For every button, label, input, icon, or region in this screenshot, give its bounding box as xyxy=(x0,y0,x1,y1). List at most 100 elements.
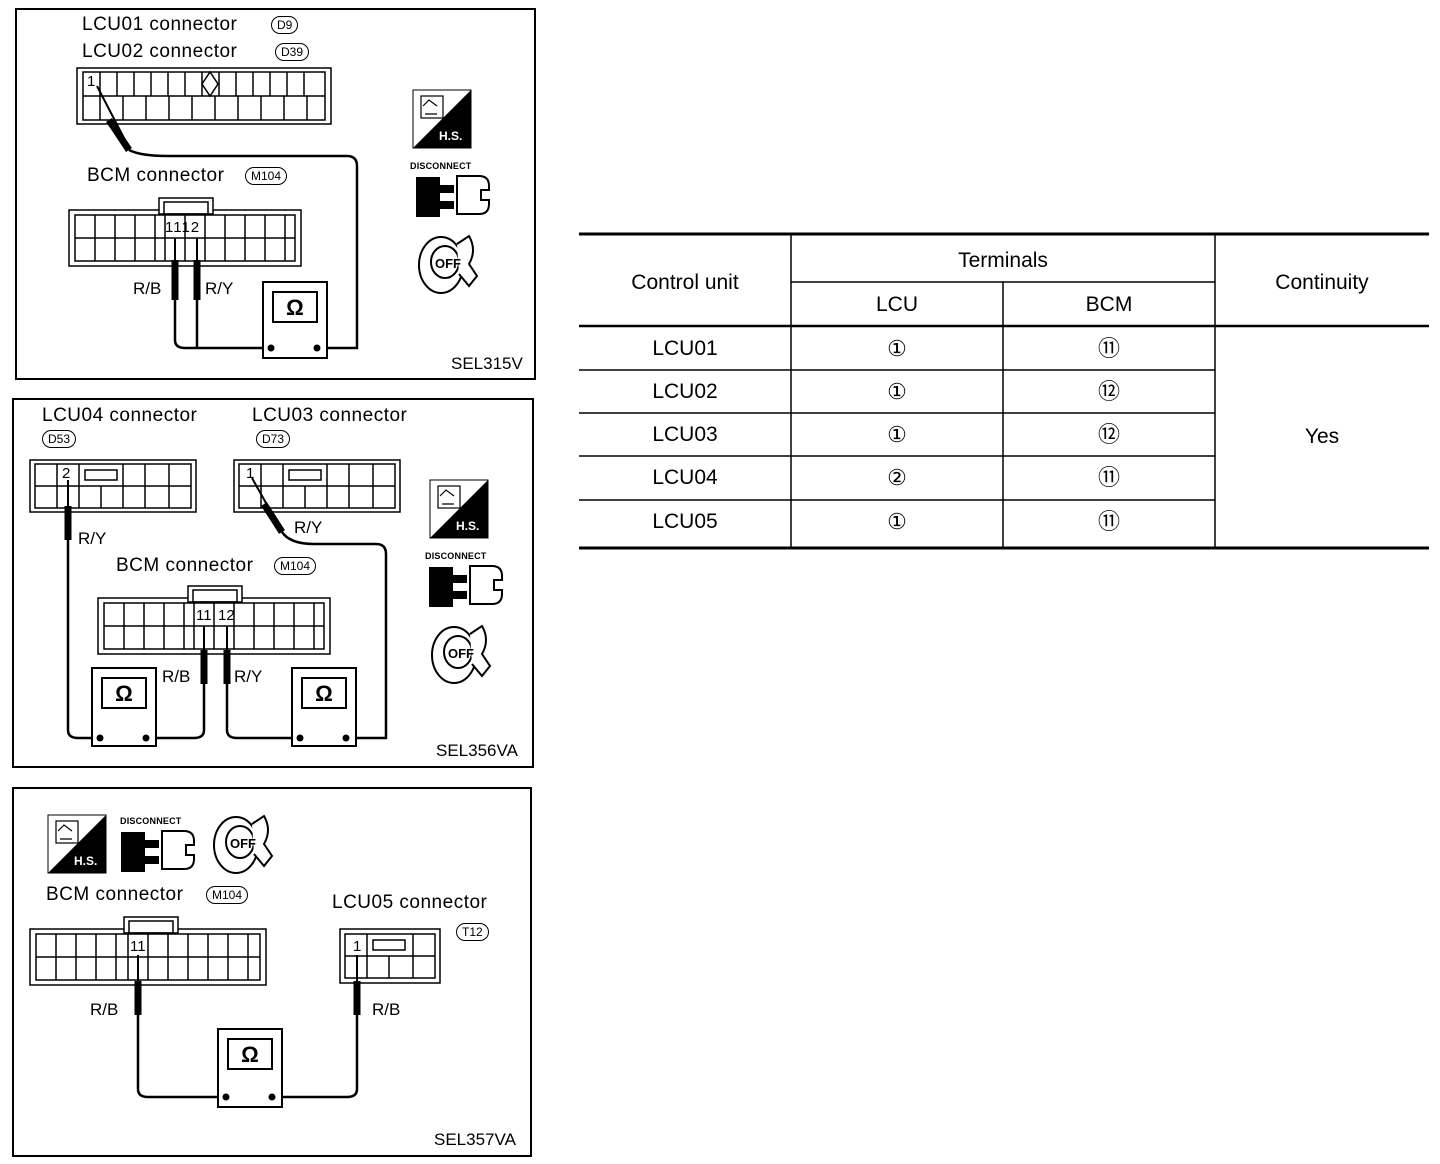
row-lcu03-unit: LCU03 xyxy=(652,423,718,446)
hs-icon-label: H.S. xyxy=(74,854,98,868)
ohmmeter-left xyxy=(91,667,157,747)
lcu05-terminal-1: 1 xyxy=(353,938,362,955)
wire-color-lcu03: R/Y xyxy=(294,518,323,537)
key-off-icon xyxy=(431,624,492,684)
row-lcu02-lcu-terminal: ① xyxy=(887,379,907,404)
lcu02-connector-badge: D39 xyxy=(275,43,310,61)
lcu05-connector-badge: T12 xyxy=(456,923,489,941)
measurement-probes xyxy=(134,955,361,1099)
diagram-panel-sel315v: LCU01 connector D9 LCU02 connector D39 1… xyxy=(15,8,536,380)
bcm-probes xyxy=(148,626,298,740)
bcm-probes xyxy=(171,238,267,350)
lcu05-connector xyxy=(339,928,441,984)
bcm-connector-badge: M104 xyxy=(274,557,317,575)
off-label: OFF xyxy=(448,646,474,661)
lcu03-connector-label: LCU03 connector xyxy=(252,405,408,426)
disconnect-icon xyxy=(121,830,195,872)
header-continuity: Continuity xyxy=(1275,271,1369,294)
row-lcu01-lcu-terminal: ① xyxy=(887,336,907,361)
diagram-panel-sel356va: LCU04 connector D53 LCU03 connector D73 … xyxy=(12,398,534,768)
row-lcu02-unit: LCU02 xyxy=(652,380,718,403)
row-lcu03-lcu-terminal: ① xyxy=(887,422,907,447)
header-bcm: BCM xyxy=(1085,293,1133,316)
row-lcu02-bcm-terminal: ⑫ xyxy=(1097,379,1120,404)
row-lcu01-bcm-terminal: ⑪ xyxy=(1097,336,1120,361)
bcm-terminal-11: 11 xyxy=(196,607,212,624)
continuity-table: Control unit Terminals LCU BCM Continuit… xyxy=(579,232,1429,550)
hs-icon-label: H.S. xyxy=(439,129,463,143)
disconnect-icon xyxy=(429,565,503,607)
bcm-terminal-numbers: 1112 xyxy=(165,219,201,236)
table-grid xyxy=(579,232,1429,550)
bcm-terminal-12: 12 xyxy=(218,607,235,624)
bcm-connector-label: BCM connector xyxy=(87,165,225,186)
off-label: OFF xyxy=(230,836,256,851)
figure-code: SEL315V xyxy=(451,354,523,373)
lcu02-connector-label: LCU02 connector xyxy=(82,41,238,62)
panel3-drawing xyxy=(29,814,441,1108)
header-lcu: LCU xyxy=(875,293,918,316)
ohmmeter-right xyxy=(291,667,357,747)
row-lcu04-bcm-terminal: ⑪ xyxy=(1097,465,1120,490)
ohm-symbol: Ω xyxy=(286,295,304,320)
panel2-drawing xyxy=(29,459,503,747)
ohm-symbol: Ω xyxy=(241,1042,259,1067)
lcu01-lcu02-connector xyxy=(76,67,332,125)
hs-icon xyxy=(412,89,472,149)
row-lcu01-unit: LCU01 xyxy=(652,337,718,360)
ohm-symbol-right: Ω xyxy=(315,681,333,706)
ohmmeter xyxy=(262,281,328,359)
wire-color-ry: R/Y xyxy=(234,667,263,686)
panel1-drawing xyxy=(68,67,490,359)
row-lcu05-unit: LCU05 xyxy=(652,510,718,533)
figure-code: SEL356VA xyxy=(436,741,518,760)
wire-color-right: R/B xyxy=(372,1000,401,1019)
lcu04-connector xyxy=(29,459,197,513)
disconnect-label: DISCONNECT xyxy=(425,551,487,561)
lcu-probe xyxy=(96,85,359,350)
hs-icon xyxy=(47,814,107,874)
row-lcu04-unit: LCU04 xyxy=(652,466,718,489)
lcu03-connector-badge: D73 xyxy=(256,430,291,448)
lcu03-probe xyxy=(251,477,388,740)
wire-color-rb: R/B xyxy=(133,279,162,298)
lcu04-terminal-number: 2 xyxy=(62,465,71,482)
lcu05-connector-label: LCU05 connector xyxy=(332,892,488,913)
lcu03-connector xyxy=(233,459,401,513)
row-lcu05-lcu-terminal: ① xyxy=(887,509,907,534)
wire-color-left: R/B xyxy=(90,1000,119,1019)
diagram-panel-sel357va: H.S. DISCONNECT OFF BCM connector M104 L… xyxy=(12,787,532,1157)
wire-color-ry: R/Y xyxy=(205,279,234,298)
bcm-connector-label: BCM connector xyxy=(116,555,254,576)
bcm-terminal-11: 11 xyxy=(130,938,146,955)
lcu01-connector-label: LCU01 connector xyxy=(82,14,238,35)
lcu04-connector-label: LCU04 connector xyxy=(42,405,198,426)
key-off-icon xyxy=(418,234,479,294)
lcu04-connector-badge: D53 xyxy=(42,430,77,448)
wire-color-lcu04: R/Y xyxy=(78,529,107,548)
disconnect-label: DISCONNECT xyxy=(410,161,472,171)
bcm-connector-badge: M104 xyxy=(245,167,288,185)
disconnect-icon xyxy=(416,175,490,217)
bcm-connector-badge: M104 xyxy=(206,886,249,904)
header-terminals: Terminals xyxy=(958,249,1048,272)
ohm-symbol-left: Ω xyxy=(115,681,133,706)
continuity-value: Yes xyxy=(1304,425,1340,448)
figure-code: SEL357VA xyxy=(434,1130,516,1149)
ohmmeter xyxy=(217,1028,283,1108)
bcm-connector xyxy=(97,585,331,655)
disconnect-label: DISCONNECT xyxy=(120,816,182,826)
lcu03-terminal-number: 1 xyxy=(246,465,255,482)
row-lcu05-bcm-terminal: ⑪ xyxy=(1097,509,1120,534)
lcu-terminal-number: 1 xyxy=(87,73,96,90)
lcu04-probe xyxy=(64,480,96,740)
off-label: OFF xyxy=(435,256,461,271)
hs-icon-label: H.S. xyxy=(456,519,480,533)
row-lcu03-bcm-terminal: ⑫ xyxy=(1097,422,1120,447)
lcu01-connector-badge: D9 xyxy=(271,16,299,34)
bcm-connector-label: BCM connector xyxy=(46,884,184,905)
wire-color-rb: R/B xyxy=(162,667,191,686)
hs-icon xyxy=(429,479,489,539)
header-control-unit: Control unit xyxy=(631,271,739,294)
row-lcu04-lcu-terminal: ② xyxy=(887,465,907,490)
